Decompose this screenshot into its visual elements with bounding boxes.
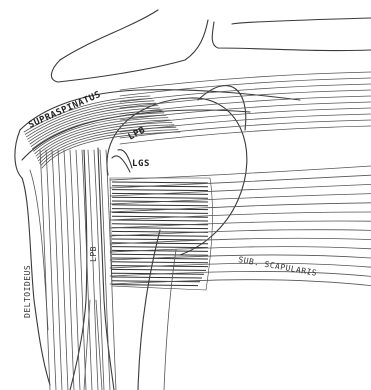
fiber-line (110, 203, 371, 212)
hatch-line (42, 132, 180, 168)
fiber-line (110, 230, 371, 236)
fiber-line (120, 72, 371, 90)
hatch-line (112, 190, 208, 191)
hatch-line (112, 205, 208, 206)
fiber-line (88, 150, 98, 390)
hatch-line (112, 197, 208, 198)
acromion-outline (51, 10, 371, 82)
fiber-line (70, 150, 80, 390)
fiber-line (100, 150, 110, 390)
label-subscapularis: SUB. SCAPULARIS (238, 255, 318, 278)
hatch-line (112, 220, 208, 221)
hatch-line (112, 277, 202, 278)
label-lpb-lower: LPB (89, 246, 98, 262)
hatch-line (112, 254, 208, 255)
fiber-line (120, 84, 371, 102)
hatch-line (112, 239, 208, 240)
fiber-line (82, 150, 92, 390)
fiber-line (120, 78, 371, 96)
fiber-line (64, 150, 74, 390)
hatch-line (112, 182, 208, 183)
humerus-shaft-outline (138, 230, 176, 390)
label-deltoideus: DELTOIDEUS (23, 265, 32, 318)
hatch-line (112, 212, 208, 213)
hatch-line (112, 262, 208, 263)
label-lgs: LGS (132, 159, 150, 169)
fiber-line (46, 150, 56, 390)
fiber-line (110, 271, 371, 276)
hatch-line (112, 228, 208, 229)
lgs-tendon (112, 150, 132, 172)
supraspinatus-muscle (20, 90, 300, 168)
hatch-line (112, 247, 208, 248)
fiber-line (40, 150, 50, 390)
hatch-line (112, 269, 206, 270)
fiber-line (52, 150, 62, 390)
fiber-line (58, 150, 68, 390)
fiber-line (76, 150, 86, 390)
hatch-line (112, 285, 198, 286)
